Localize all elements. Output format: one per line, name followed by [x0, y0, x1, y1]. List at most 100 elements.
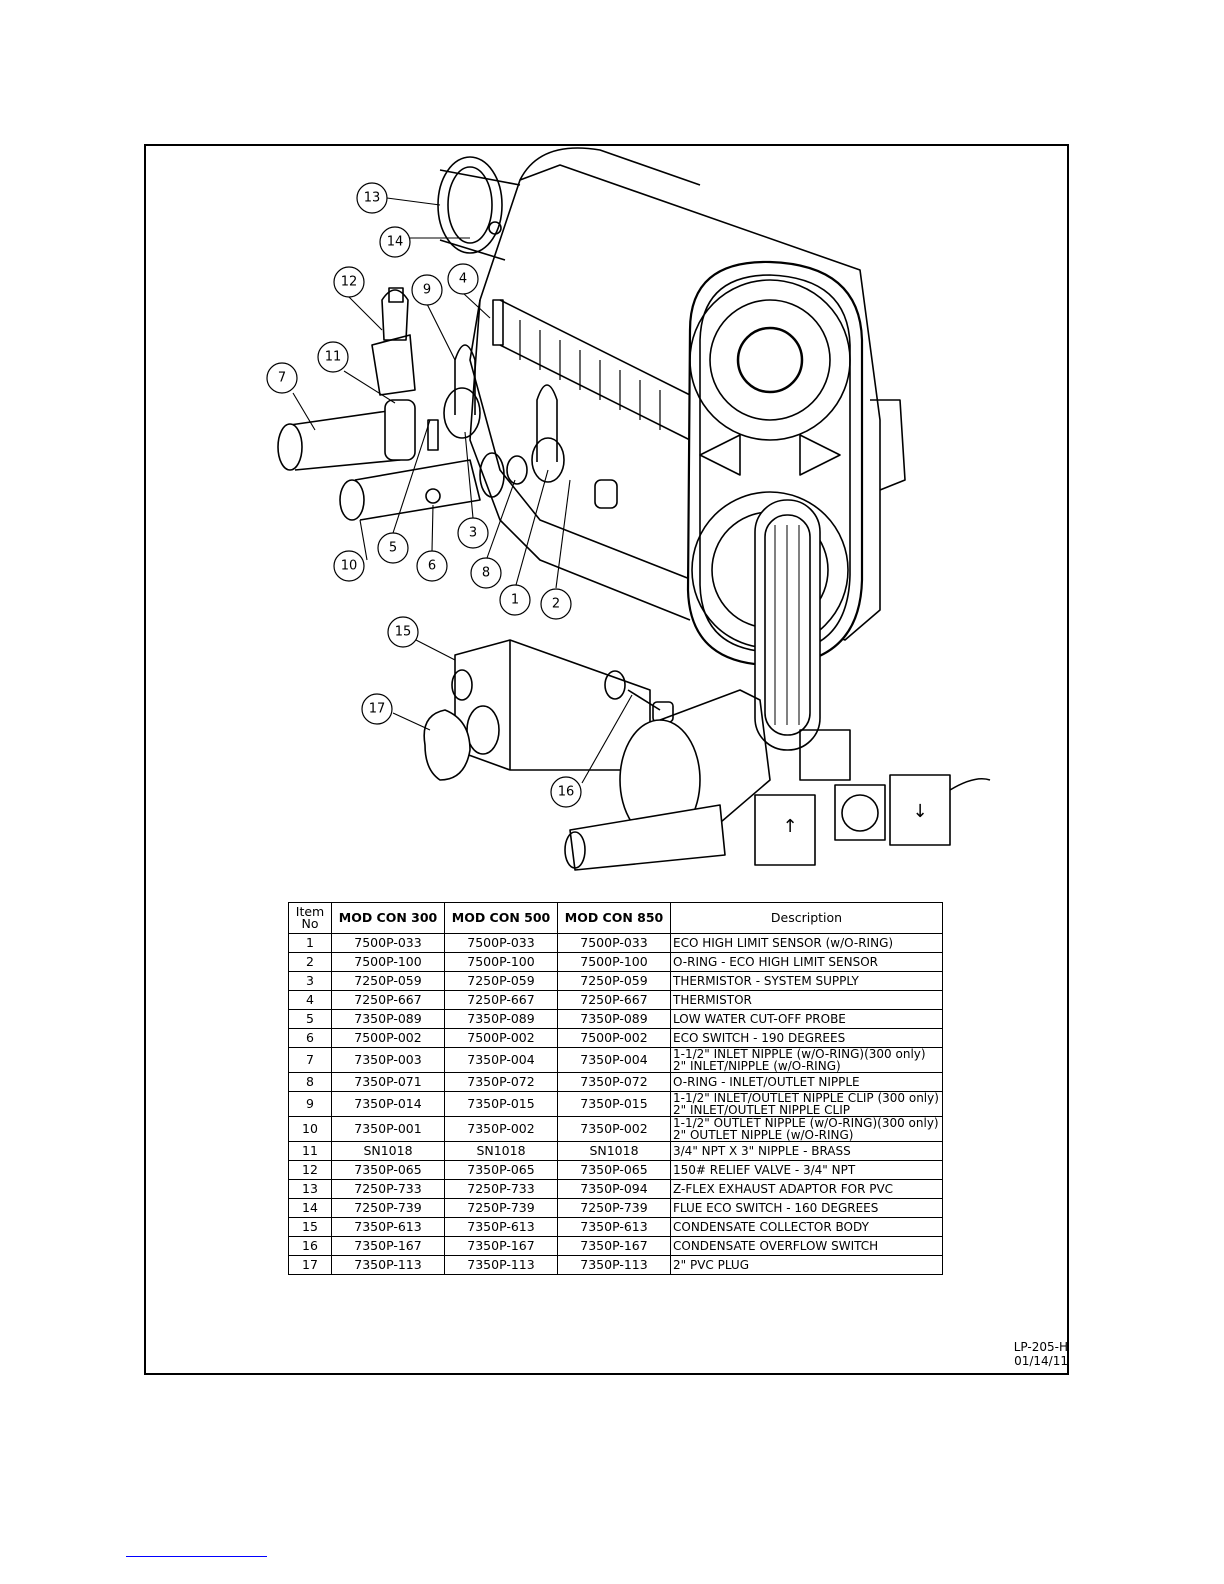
mod-con-300-cell: 7500P-002: [331, 1028, 445, 1048]
description-cell: O-RING - INLET/OUTLET NIPPLE: [670, 1072, 943, 1092]
svg-text:17: 17: [369, 702, 386, 717]
svg-text:12: 12: [341, 275, 358, 290]
document-id: LP-205-H: [1013, 1340, 1068, 1354]
description-cell: LOW WATER CUT-OFF PROBE: [670, 1009, 943, 1029]
description-cell: CONDENSATE OVERFLOW SWITCH: [670, 1236, 943, 1256]
item-no-cell: 17: [288, 1255, 332, 1275]
mod-con-500-cell: 7250P-733: [444, 1179, 558, 1199]
item-no-cell: 6: [288, 1028, 332, 1048]
callout-9: 9: [411, 274, 443, 306]
callout-14: 14: [379, 226, 411, 258]
item-no-cell: 12: [288, 1160, 332, 1180]
callout-1: 1: [499, 584, 531, 616]
description-cell: O-RING - ECO HIGH LIMIT SENSOR: [670, 952, 943, 972]
page-frame: [144, 144, 1069, 1375]
item-no-cell: 8: [288, 1072, 332, 1092]
callout-15: 15: [387, 616, 419, 648]
mod-con-300-cell: 7250P-739: [331, 1198, 445, 1218]
item-no-cell: 5: [288, 1009, 332, 1029]
svg-text:4: 4: [459, 272, 467, 287]
svg-text:9: 9: [423, 283, 431, 298]
item-no-cell: 3: [288, 971, 332, 991]
mod-con-300-cell: 7500P-100: [331, 952, 445, 972]
callout-16: 16: [550, 776, 582, 808]
callout-13: 13: [356, 182, 388, 214]
description-cell: FLUE ECO SWITCH - 160 DEGREES: [670, 1198, 943, 1218]
mod-con-850-cell: 7350P-015: [557, 1091, 671, 1117]
mod-con-300-cell: 7500P-033: [331, 933, 445, 953]
mod-con-850-cell: 7250P-739: [557, 1198, 671, 1218]
item-no-cell: 9: [288, 1091, 332, 1117]
item-no-cell: 1: [288, 933, 332, 953]
svg-text:16: 16: [558, 785, 575, 800]
mod-con-500-cell: 7350P-072: [444, 1072, 558, 1092]
description-cell: ECO HIGH LIMIT SENSOR (w/O-RING): [670, 933, 943, 953]
mod-con-850-cell: 7350P-002: [557, 1116, 671, 1142]
svg-text:5: 5: [389, 541, 397, 556]
parts-table-header: Item No MOD CON 300 MOD CON 500 MOD CON …: [288, 902, 943, 934]
mod-con-500-cell: 7250P-739: [444, 1198, 558, 1218]
callout-2: 2: [540, 588, 572, 620]
callout-17: 17: [361, 693, 393, 725]
item-no-cell: 7: [288, 1047, 332, 1073]
svg-text:8: 8: [482, 566, 490, 581]
callout-7: 7: [266, 362, 298, 394]
mod-con-850-cell: 7350P-004: [557, 1047, 671, 1073]
mod-con-300-cell: 7250P-059: [331, 971, 445, 991]
mod-con-300-cell: SN1018: [331, 1141, 445, 1161]
mod-con-500-cell: 7350P-015: [444, 1091, 558, 1117]
callout-6: 6: [416, 550, 448, 582]
svg-text:14: 14: [387, 235, 404, 250]
header-description: Description: [670, 902, 943, 934]
item-no-cell: 2: [288, 952, 332, 972]
header-mod-con-850: MOD CON 850: [557, 902, 671, 934]
mod-con-850-cell: 7350P-065: [557, 1160, 671, 1180]
description-cell: 1-1/2" INLET/OUTLET NIPPLE CLIP (300 onl…: [670, 1091, 943, 1117]
mod-con-850-cell: 7350P-094: [557, 1179, 671, 1199]
mod-con-500-cell: 7350P-613: [444, 1217, 558, 1237]
item-no-cell: 14: [288, 1198, 332, 1218]
description-cell: 1-1/2" INLET NIPPLE (w/O-RING)(300 only)…: [670, 1047, 943, 1073]
svg-text:6: 6: [428, 559, 436, 574]
svg-text:↑: ↑: [782, 816, 797, 837]
mod-con-500-cell: 7350P-167: [444, 1236, 558, 1256]
mod-con-850-cell: 7350P-613: [557, 1217, 671, 1237]
mod-con-500-cell: 7250P-667: [444, 990, 558, 1010]
description-cell: ECO SWITCH - 190 DEGREES: [670, 1028, 943, 1048]
mod-con-300-cell: 7350P-613: [331, 1217, 445, 1237]
svg-text:13: 13: [364, 191, 381, 206]
header-mod-con-300: MOD CON 300: [331, 902, 445, 934]
mod-con-500-cell: 7350P-065: [444, 1160, 558, 1180]
mod-con-300-cell: 7350P-167: [331, 1236, 445, 1256]
item-no-cell: 11: [288, 1141, 332, 1161]
mod-con-850-cell: 7500P-033: [557, 933, 671, 953]
mod-con-500-cell: 7350P-002: [444, 1116, 558, 1142]
item-no-cell: 13: [288, 1179, 332, 1199]
svg-text:11: 11: [325, 350, 342, 365]
mod-con-850-cell: 7250P-667: [557, 990, 671, 1010]
description-cell: 1-1/2" OUTLET NIPPLE (w/O-RING)(300 only…: [670, 1116, 943, 1142]
svg-text:2: 2: [552, 597, 560, 612]
mod-con-850-cell: 7350P-167: [557, 1236, 671, 1256]
item-no-cell: 15: [288, 1217, 332, 1237]
mod-con-300-cell: 7350P-001: [331, 1116, 445, 1142]
mod-con-500-cell: 7350P-089: [444, 1009, 558, 1029]
mod-con-500-cell: 7500P-033: [444, 933, 558, 953]
leader-lines: [292, 197, 633, 784]
mod-con-300-cell: 7350P-071: [331, 1072, 445, 1092]
header-mod-con-500: MOD CON 500: [444, 902, 558, 934]
callout-4: 4: [447, 263, 479, 295]
header-item-no: Item No: [288, 902, 332, 934]
